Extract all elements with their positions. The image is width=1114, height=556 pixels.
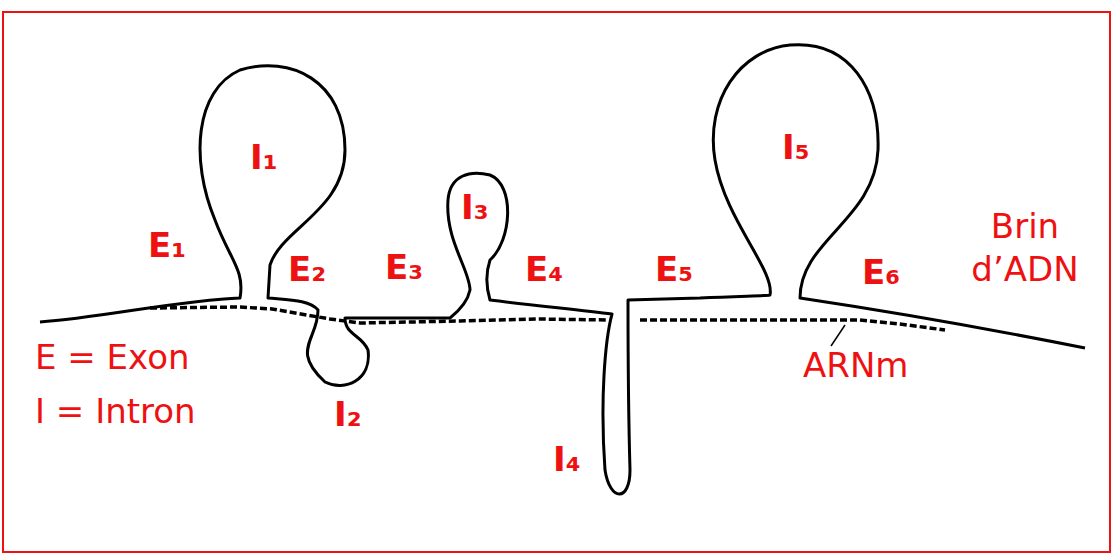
strand-label: Brin d’ADN — [945, 205, 1105, 290]
mrna-label: ARNm — [803, 348, 908, 382]
mrna-strand — [640, 320, 945, 330]
exon-label: E₆ — [862, 255, 900, 289]
exon-label: E₅ — [655, 252, 693, 286]
leader-line — [831, 325, 845, 346]
frame — [3, 12, 1110, 552]
exon-label: E₁ — [148, 228, 186, 262]
intron-label: I₁ — [250, 140, 278, 174]
intron-label: I₃ — [461, 190, 489, 224]
key-text: I = Intron — [35, 394, 196, 428]
intron-label: I₂ — [334, 397, 362, 431]
exon-label: E₄ — [525, 252, 563, 286]
mrna-strand — [150, 307, 608, 323]
key-text: E = Exon — [35, 340, 190, 374]
exon-label: E₃ — [385, 250, 423, 284]
intron-label: I₄ — [553, 442, 581, 476]
dna-strand — [40, 45, 1085, 494]
intron-label: I₅ — [782, 130, 810, 164]
exon-label: E₂ — [288, 252, 326, 286]
